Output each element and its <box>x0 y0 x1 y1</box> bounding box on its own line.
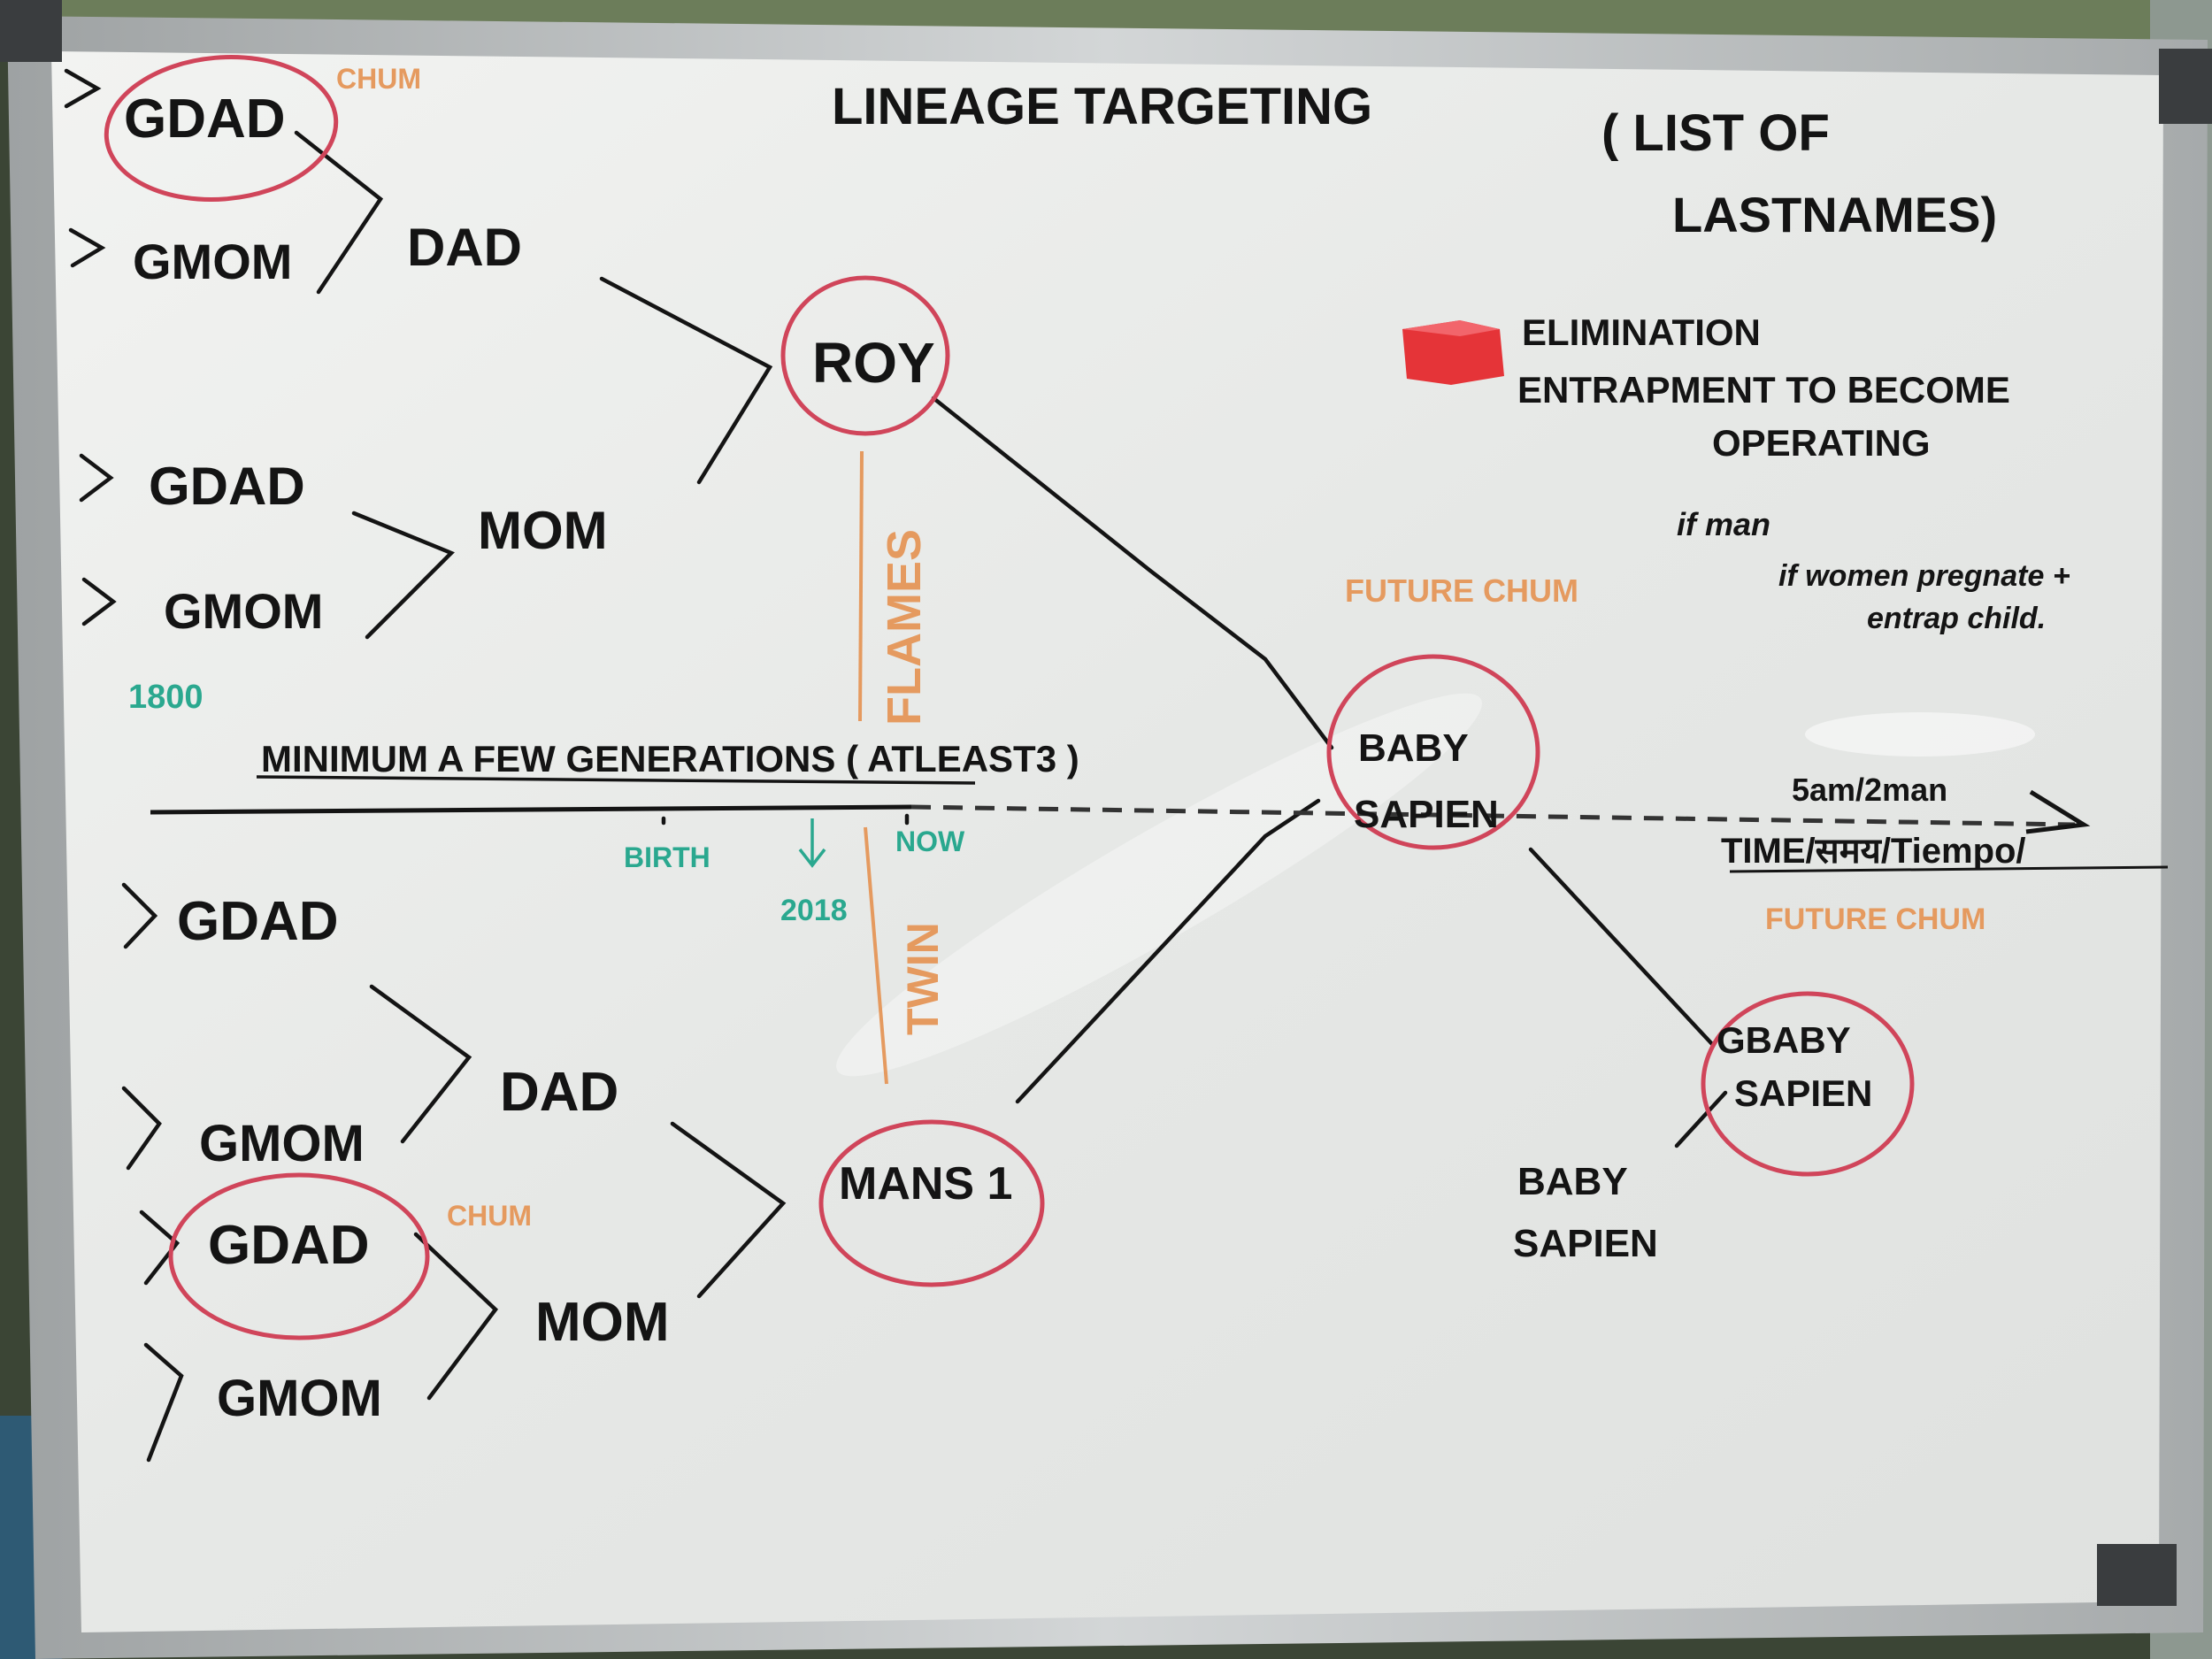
baby-sapien-1: BABY SAPIEN <box>1354 726 1499 836</box>
bottom-child: MANS 1 <box>839 1158 1012 1210</box>
future-chum-1: FUTURE CHUM <box>1345 572 1578 609</box>
glare <box>836 693 1482 1077</box>
baby-sapien-word2: SAPIEN <box>1354 793 1499 836</box>
chevron-8 <box>143 1342 184 1463</box>
gbaby-word1: GBABY <box>1717 1019 1851 1061</box>
baby-sapien-word1: BABY <box>1358 726 1468 770</box>
note-if-man: if man <box>1677 506 1770 542</box>
baby2-word2: SAPIEN <box>1513 1222 1658 1265</box>
bracket-top-mom <box>351 511 455 640</box>
legend-line2: ENTRAPMENT TO BECOME <box>1517 369 2010 411</box>
top-gmom2: GMOM <box>164 583 323 639</box>
line-baby2-gbaby <box>1674 1090 1728 1148</box>
legend-line1: ELIMINATION <box>1522 311 1761 353</box>
chevron-5 <box>121 882 158 949</box>
bracket-bottom-mans <box>670 1121 787 1299</box>
circle-mans <box>818 1119 1045 1287</box>
underline-minimum <box>256 775 976 785</box>
chevron-3 <box>79 453 114 503</box>
twin-label: TWIN <box>898 922 948 1035</box>
glare-2 <box>1805 712 2035 757</box>
whiteboard-surface <box>51 51 2163 1632</box>
bottom-gdad2: GDAD <box>208 1215 370 1276</box>
red-circles <box>104 55 1915 1340</box>
legend-line3: OPERATING <box>1712 422 1931 464</box>
bracket-bottom-mom <box>413 1232 499 1401</box>
bottom-gmom2: GMOM <box>217 1370 382 1427</box>
baby2-word1: BABY <box>1517 1160 1627 1203</box>
birth-label: BIRTH <box>624 841 710 873</box>
chevron-6 <box>121 1086 162 1171</box>
bottom-mom: MOM <box>535 1292 670 1353</box>
corner-cap-tl <box>0 0 62 62</box>
top-mom: MOM <box>478 501 608 560</box>
bracket-top-roy <box>599 276 773 485</box>
timeline-solid <box>150 804 912 815</box>
chum-label-1: CHUM <box>336 63 421 95</box>
title-paren2: LASTNAMES) <box>1672 187 1997 242</box>
circle-gbaby <box>1701 991 1915 1177</box>
circle-baby-sapien <box>1326 654 1540 850</box>
top-child: ROY <box>812 331 935 395</box>
top-gdad1: GDAD <box>124 88 286 150</box>
timeline-arrowhead <box>2025 789 2091 834</box>
title-line1: LINEAGE TARGETING <box>832 78 1372 135</box>
teal-down-arrow <box>798 818 826 868</box>
time-label: TIME/समय/Tiempo/ <box>1721 832 2026 871</box>
corner-cap-br <box>2097 1544 2177 1606</box>
timeline-dashed <box>910 804 2076 827</box>
top-gmom1: GMOM <box>133 234 292 289</box>
top-gdad2: GDAD <box>149 457 305 516</box>
chevron-4 <box>81 577 117 626</box>
year-2018: 2018 <box>780 894 848 927</box>
time-label-top: 5am/2man <box>1792 772 1947 808</box>
title-paren1: ( LIST OF <box>1601 104 1830 162</box>
chevron-2 <box>68 227 106 268</box>
top-dad: DAD <box>407 218 522 277</box>
flames-label: FLAMES <box>878 529 931 726</box>
circle-roy <box>780 275 950 436</box>
year-1800: 1800 <box>128 679 204 716</box>
note-if-woman: if women pregnate + <box>1778 559 2070 593</box>
timeline-label: MINIMUM A FEW GENERATIONS ( ATLEAST3 ) <box>261 738 1079 780</box>
bottom-dad: DAD <box>500 1062 618 1123</box>
gbaby-word2: SAPIEN <box>1734 1072 1872 1114</box>
corner-cap-tr <box>2159 49 2212 124</box>
chevron-1 <box>64 68 102 109</box>
gbaby-sapien: GBABY SAPIEN <box>1717 1019 1872 1114</box>
now-label: NOW <box>895 826 965 857</box>
bottom-gmom1: GMOM <box>199 1115 365 1172</box>
chum-label-2: CHUM <box>447 1200 532 1232</box>
time-underline <box>1729 865 2169 873</box>
circle-gdad-top <box>104 55 339 202</box>
future-chum-2: FUTURE CHUM <box>1765 902 1985 936</box>
orange-divider-top <box>858 450 864 722</box>
red-eraser <box>1402 320 1504 385</box>
note-entrap-child: entrap child. <box>1867 602 2046 635</box>
line-roy-baby <box>931 396 1334 750</box>
bottom-gdad1: GDAD <box>177 891 339 952</box>
chevron-7 <box>139 1210 180 1286</box>
orange-divider-bottom <box>864 826 888 1085</box>
circle-gdad-bottom <box>168 1172 430 1340</box>
bracket-bottom-dad <box>369 984 472 1144</box>
board-text: LINEAGE TARGETING ( LIST OF LASTNAMES) E… <box>124 63 2070 1427</box>
baby-sapien-2: BABY SAPIEN <box>1513 1160 1658 1265</box>
line-baby-gbaby <box>1528 847 1715 1047</box>
